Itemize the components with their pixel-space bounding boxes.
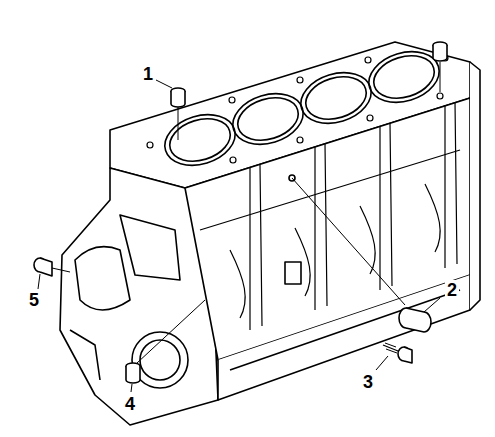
callout-number: 5 — [27, 290, 41, 310]
leader-lines — [38, 80, 440, 392]
oil-pan-rail — [218, 275, 470, 400]
callout-number: 2 — [445, 280, 459, 300]
dowel-pin — [34, 258, 70, 276]
callout-number: 1 — [141, 64, 155, 84]
threaded-plug — [383, 343, 412, 363]
dowel-pin — [171, 88, 185, 140]
side-boss — [285, 262, 301, 284]
block-side — [185, 98, 470, 360]
dowel-pin — [126, 300, 205, 383]
oil-gallery-plug — [289, 175, 431, 332]
dowel-pin — [433, 42, 447, 92]
water-pump-boss — [75, 247, 130, 310]
block-ribs — [200, 102, 460, 330]
callout-number: 4 — [123, 394, 137, 414]
callout-number: 3 — [361, 372, 375, 392]
rear-flange — [470, 62, 480, 310]
